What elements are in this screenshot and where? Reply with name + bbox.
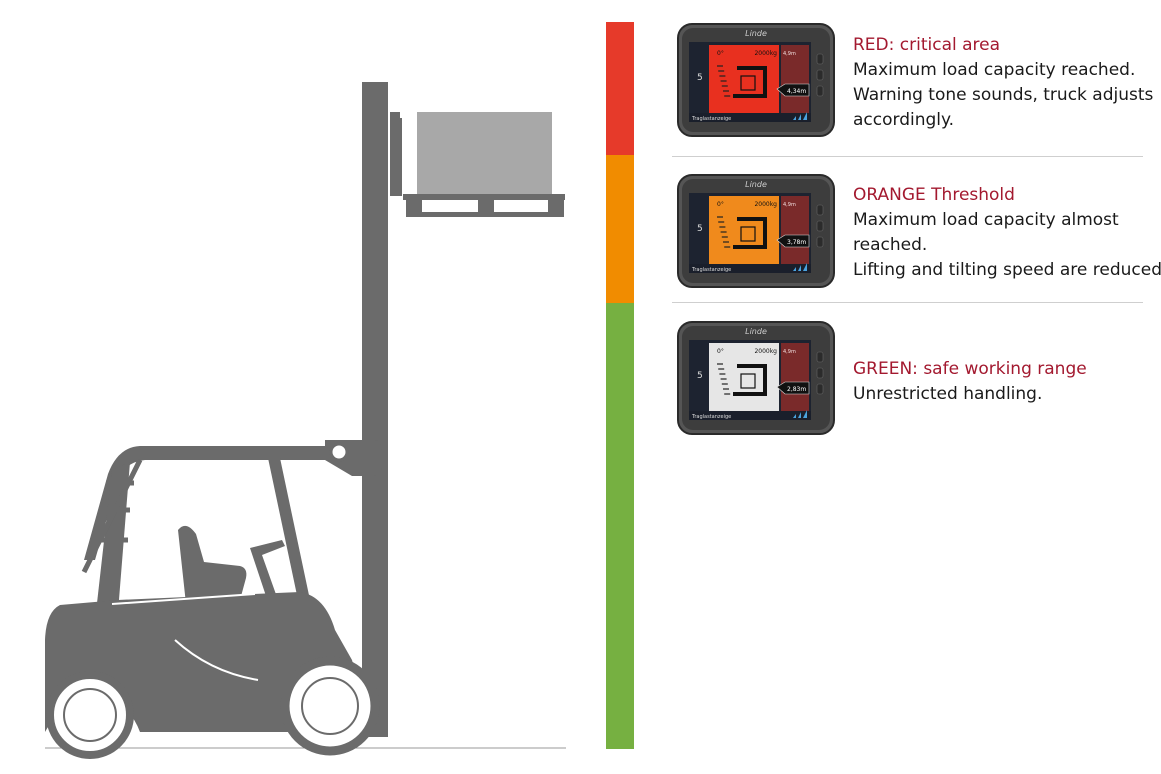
zone-line: Warning tone sounds, truck adjusts <box>853 85 1154 105</box>
mast <box>362 82 388 737</box>
zone-segment-orange <box>606 155 634 303</box>
display-side-button <box>816 351 824 363</box>
front-pillar <box>268 458 310 600</box>
zone-line: Lifting and tilting speed are reduced. <box>853 260 1161 280</box>
seat <box>178 525 247 604</box>
brand-logo: Linde <box>745 327 767 336</box>
fork-carriage <box>390 118 402 196</box>
overhead-guard <box>84 446 330 560</box>
zone-segment-red <box>606 22 634 155</box>
signal-icon <box>793 112 807 120</box>
fork-arm <box>390 112 400 122</box>
tilt-readout: 0° <box>717 348 724 355</box>
load-box <box>417 112 552 194</box>
display-side-button <box>816 53 824 65</box>
height-readout: 3,78m <box>787 239 806 246</box>
zone-title: ORANGE Threshold <box>853 185 1015 205</box>
height-pointer <box>776 381 810 395</box>
pallet-bottom <box>406 212 564 217</box>
display-footer: Traglastanzeige <box>691 267 731 273</box>
display-footer: Traglastanzeige <box>691 116 731 122</box>
zone-line: Maximum load capacity reached. <box>853 60 1136 80</box>
max-height-readout: 4,9m <box>783 202 796 208</box>
front-wheel <box>280 656 380 756</box>
tilt-readout: 0° <box>717 201 724 208</box>
load-readout: 2000kg <box>754 201 777 208</box>
signal-icon <box>793 263 807 271</box>
pallet-block-mid <box>478 199 494 213</box>
zone-text-green: GREEN: safe working range Unrestricted h… <box>853 357 1087 407</box>
zone-line: Maximum load capacity almost <box>853 210 1119 230</box>
display-side-button <box>816 69 824 81</box>
mode-readout: 5 <box>697 73 703 83</box>
pallet-block-left <box>406 199 422 213</box>
pivot <box>329 442 349 462</box>
height-readout: 2,83m <box>787 386 806 393</box>
zone-text-red: RED: critical area Maximum load capacity… <box>853 33 1153 133</box>
panel-divider <box>672 302 1143 303</box>
display-side-button <box>816 85 824 97</box>
max-height-readout: 4,9m <box>783 349 796 355</box>
tilt-readout: 0° <box>717 50 724 57</box>
height-readout: 4,34m <box>787 88 806 95</box>
zone-text-orange: ORANGE Threshold Maximum load capacity a… <box>853 183 1161 283</box>
zone-line: accordingly. <box>853 110 955 130</box>
load-readout: 2000kg <box>754 50 777 57</box>
display-side-button <box>816 383 824 395</box>
load-readout: 2000kg <box>754 348 777 355</box>
pallet-top <box>403 194 565 200</box>
display-side-button <box>816 367 824 379</box>
zone-segment-green <box>606 303 634 749</box>
forklift-illustration <box>45 82 566 759</box>
fork-icon <box>733 364 767 396</box>
display-footer: Traglastanzeige <box>691 414 731 420</box>
panel-divider <box>672 156 1143 157</box>
rear-wheel <box>46 671 134 759</box>
display-side-button <box>816 236 824 248</box>
zone-line: reached. <box>853 235 928 255</box>
display-side-button <box>816 204 824 216</box>
mode-readout: 5 <box>697 371 703 381</box>
zone-line: Unrestricted handling. <box>853 384 1043 404</box>
display-side-button <box>816 220 824 232</box>
rear-grille <box>81 458 143 574</box>
fork-icon <box>733 66 767 98</box>
steering-column <box>250 540 285 602</box>
zone-title: RED: critical area <box>853 35 1001 55</box>
zone-color-bar <box>606 22 634 749</box>
max-height-readout: 4,9m <box>783 51 796 57</box>
height-pointer <box>776 83 810 97</box>
brand-logo: Linde <box>745 180 767 189</box>
mode-readout: 5 <box>697 224 703 234</box>
fork-icon <box>733 217 767 249</box>
pallet-block-right <box>548 199 564 213</box>
zone-title: GREEN: safe working range <box>853 359 1087 379</box>
height-pointer <box>776 234 810 248</box>
signal-icon <box>793 410 807 418</box>
brand-logo: Linde <box>745 29 767 38</box>
